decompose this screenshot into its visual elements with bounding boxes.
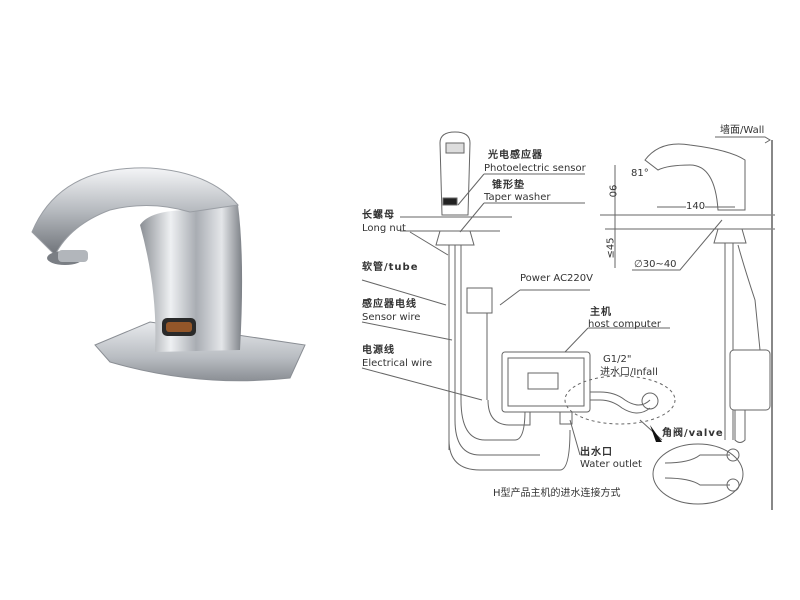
elec-wire-label-en: Electrical wire <box>362 358 433 369</box>
sensor-label-cn: 光电感应器 <box>488 150 543 161</box>
diagram-caption: H型产品主机的进水连接方式 <box>493 488 621 499</box>
outlet-label-cn: 出水口 <box>580 447 613 458</box>
washer-label-en: Taper washer <box>484 192 551 203</box>
thickness-dimension: ≤45 <box>605 237 617 259</box>
sensor-label-en: Photoelectric sensor <box>484 163 586 174</box>
tube-label: 软管/tube <box>362 262 419 273</box>
wall-label: 墙面/Wall <box>720 125 765 136</box>
hole-dimension: ∅30~40 <box>634 259 677 270</box>
washer-label-cn: 锥形垫 <box>492 180 525 191</box>
power-label: Power AC220V <box>520 273 593 284</box>
valve-label: 角阀/valve <box>662 428 724 439</box>
height-dimension: 90 <box>606 184 618 198</box>
sensor-wire-label-en: Sensor wire <box>362 312 421 323</box>
outlet-label-en: Water outlet <box>580 459 642 470</box>
elec-wire-label-cn: 电源线 <box>362 345 395 356</box>
angle-dimension: 81° <box>631 168 649 179</box>
arrow-icon <box>650 425 662 442</box>
installation-diagram <box>361 131 775 510</box>
host-label-cn: 主机 <box>590 307 612 318</box>
host-label-en: host computer <box>588 319 661 330</box>
thread-label: G1/2" <box>603 354 632 365</box>
sensor-wire-label-cn: 感应器电线 <box>362 299 417 310</box>
nut-label-en: Long nut <box>362 223 406 234</box>
reach-dimension: 140 <box>686 201 706 213</box>
nut-label-cn: 长螺母 <box>362 210 395 221</box>
infall-label: 进水口/Infall <box>600 367 658 378</box>
